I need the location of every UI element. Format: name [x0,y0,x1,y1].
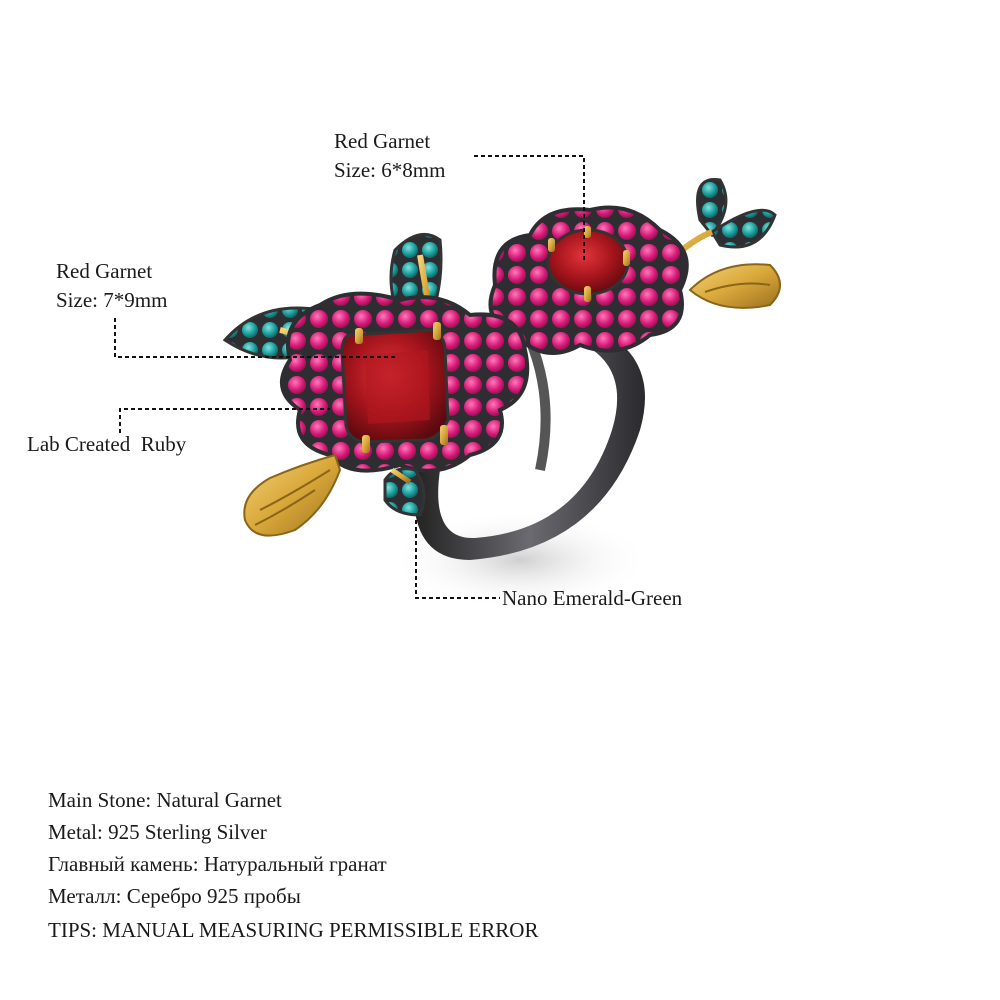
leader-line-top-garnet [474,155,585,260]
annotation-left-garnet-name: Red Garnet [56,259,153,283]
spec-main-stone: Main Stone: Natural Garnet [48,788,282,812]
spec-metal-ru: Металл: Серебро 925 пробы [48,884,301,908]
spec-tips: TIPS: MANUAL MEASURING PERMISSIBLE ERROR [48,918,539,942]
annotation-left-garnet: Red Garnet Size: 7*9mm [56,257,167,315]
flower-top-right [488,205,689,355]
gold-bud-right [688,263,781,309]
leader-line-emerald [415,520,500,599]
leader-line-left-garnet [114,318,395,358]
annotation-top-garnet: Red Garnet Size: 6*8mm [334,127,445,185]
annotation-left-garnet-size: Size: 7*9mm [56,288,168,312]
annotation-top-garnet-size: Size: 6*8mm [334,158,446,182]
annotation-ruby: Lab Created Ruby [27,432,187,456]
gold-bud-left [243,453,342,537]
flower-left [280,291,530,473]
annotation-top-garnet-name: Red Garnet [334,129,431,153]
spec-main-stone-ru: Главный камень: Натуральный гранат [48,852,387,876]
emerald-leaf-bottom [383,467,426,517]
garnet-cushion-7x9 [340,328,450,444]
spec-metal: Metal: 925 Sterling Silver [48,820,267,844]
garnet-oval-6x8 [546,228,630,296]
emerald-leaves-top-right [657,178,777,273]
leader-lines [114,155,585,599]
ring-band [413,330,645,560]
leader-line-ruby [119,408,330,433]
annotation-emerald: Nano Emerald-Green [502,586,683,610]
